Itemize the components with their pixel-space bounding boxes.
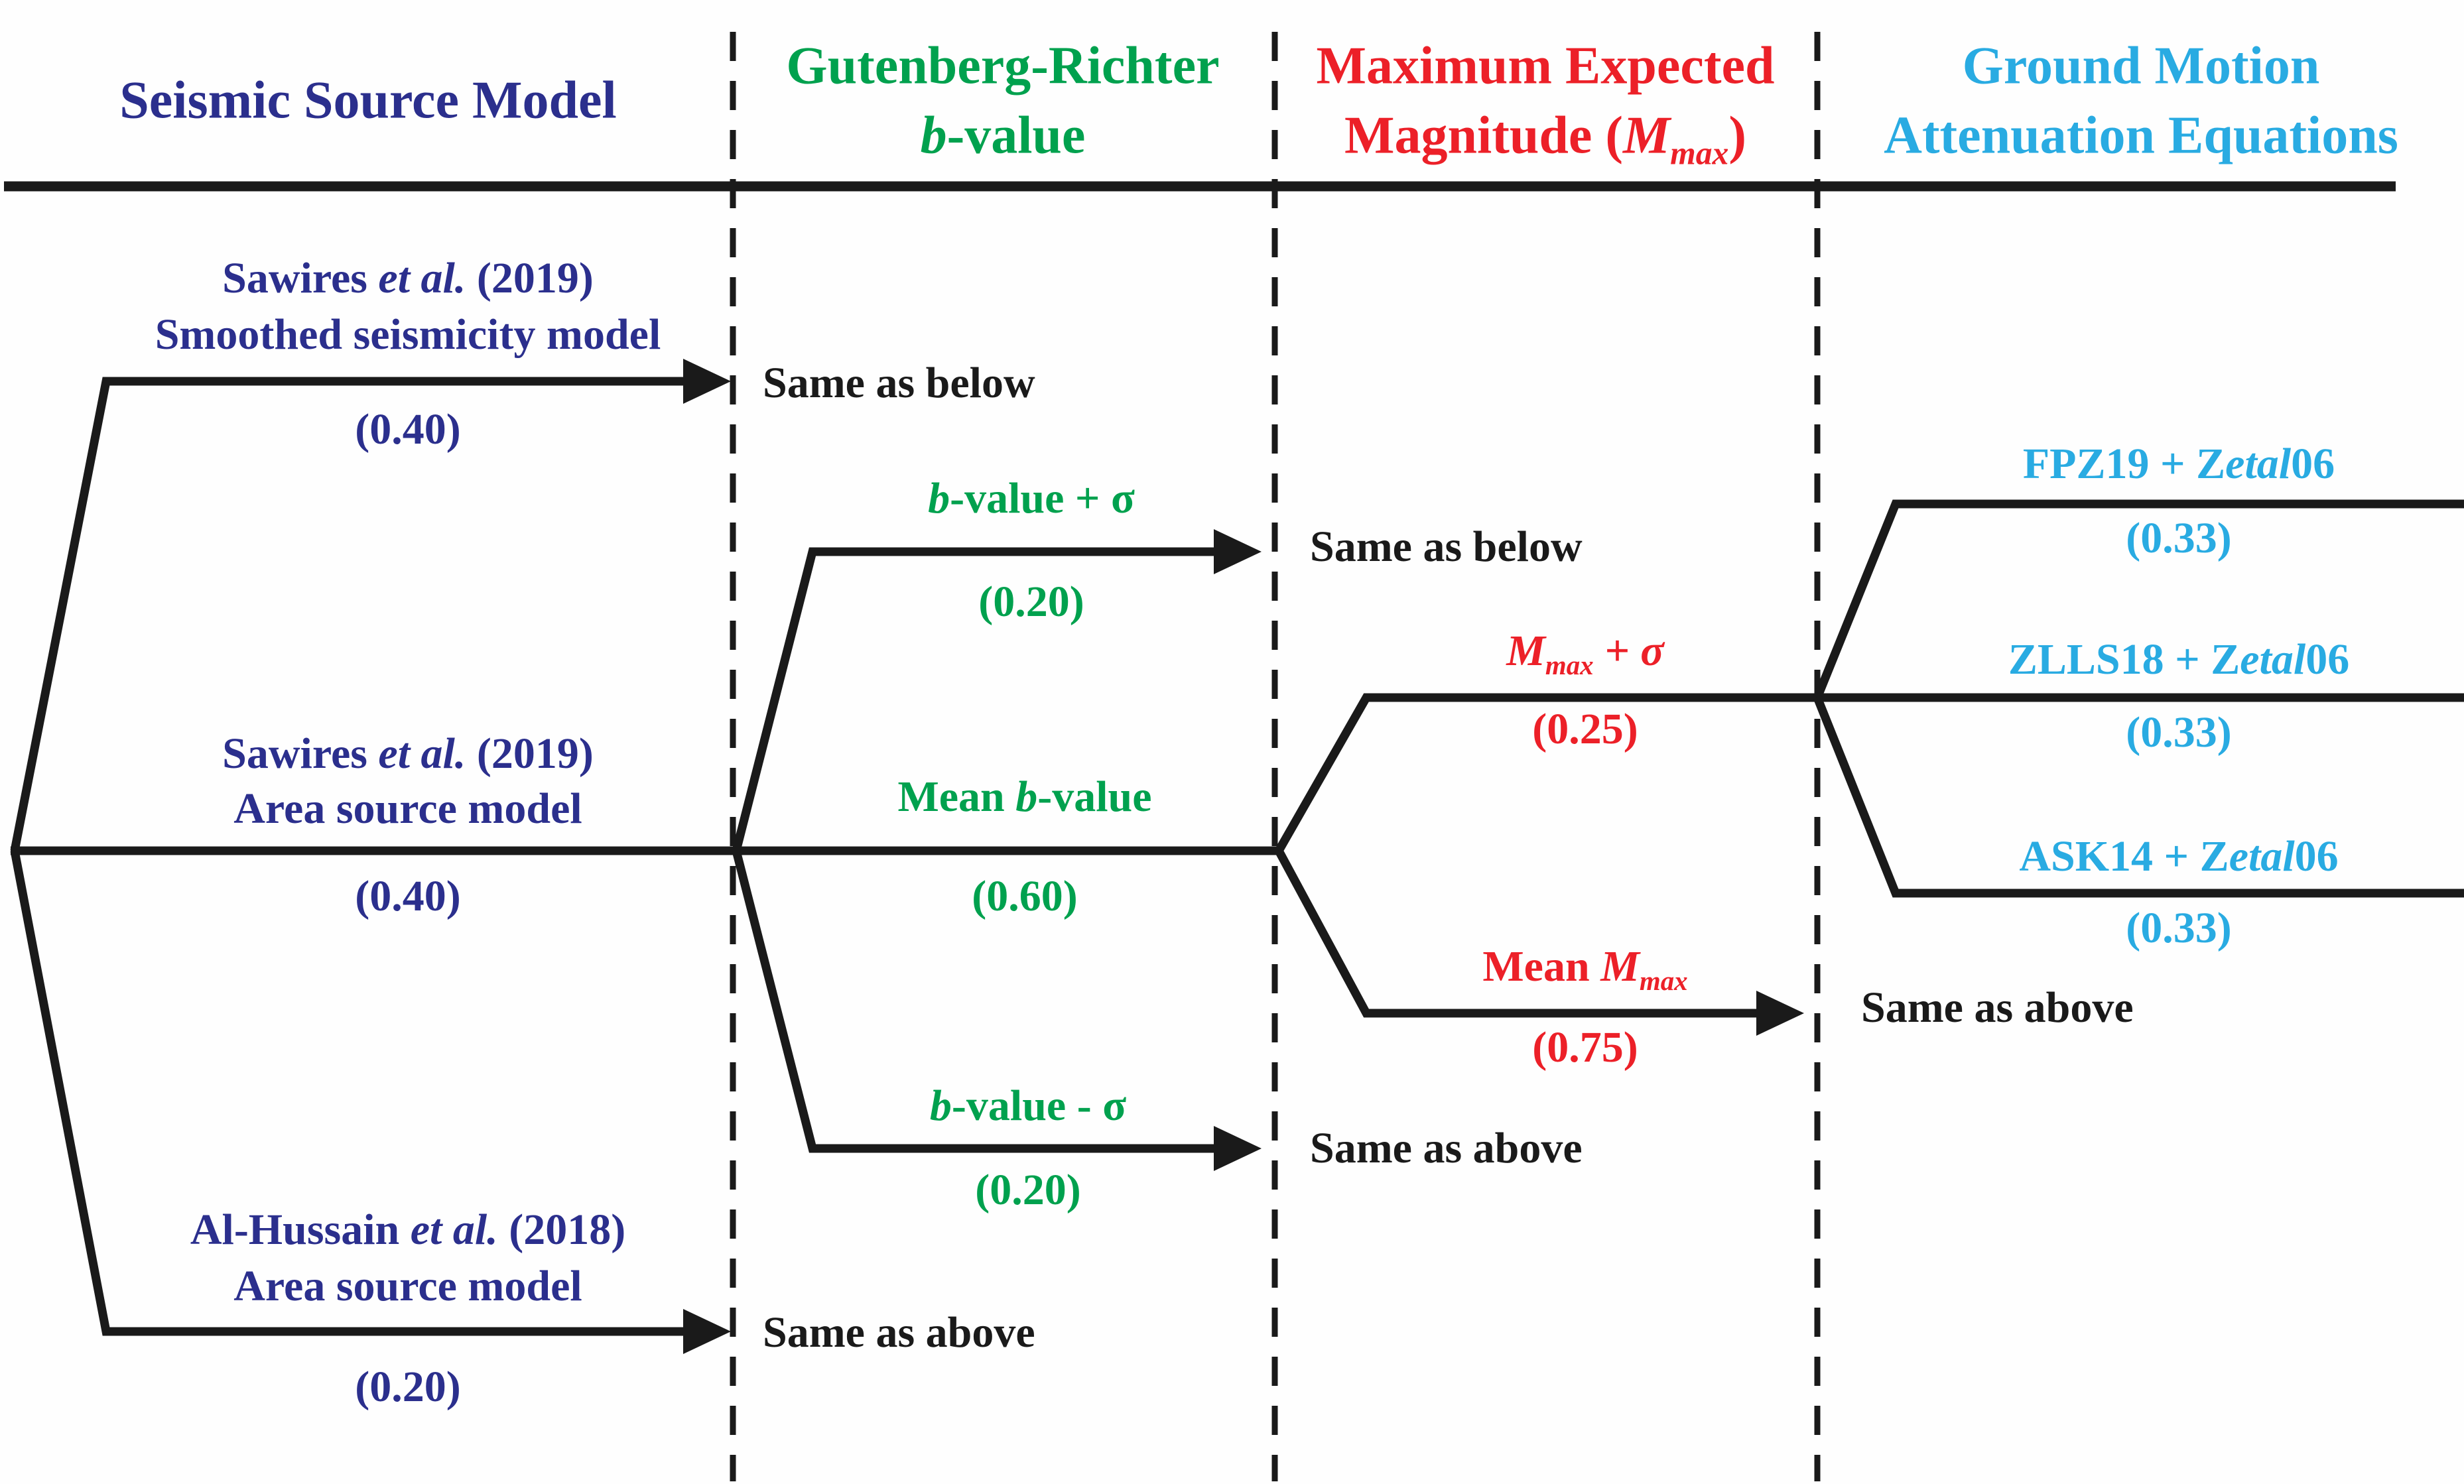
branch-mmax-plus-zlls18 (1275, 693, 2464, 853)
mmax-plus-sigma-weight: (0.25) (1532, 705, 1638, 753)
source-model-area-weight: (0.40) (355, 872, 461, 920)
branch-bvalue-plus (732, 547, 1216, 852)
mean-mmax-label: Mean Mmax (1482, 942, 1688, 997)
arrowhead-bvalue-plus (1214, 529, 1262, 574)
branch-source-smoothed (10, 377, 686, 852)
note-same-as-below-col3: Same as below (1310, 523, 1583, 571)
mean-bvalue-label: Mean b-value (897, 773, 1152, 821)
source-model-smoothed-weight: (0.40) (355, 405, 461, 454)
source-model-alhussain-weight: (0.20) (355, 1363, 461, 1411)
gmpe-fpz19-weight: (0.33) (2126, 514, 2232, 562)
gmpe-fpz19-label: FPZ19 + Zetal06 (2022, 440, 2335, 488)
bvalue-plus-sigma-weight: (0.20) (978, 578, 1084, 626)
branch-mean-mmax (1275, 848, 1759, 1018)
gmpe-ask14-weight: (0.33) (2126, 904, 2232, 952)
gmpe-zlls18-label: ZLLS18 + Zetal06 (2008, 635, 2350, 684)
arrowhead-source-smoothed (683, 359, 731, 404)
source-model-alhussain-name: Al-Hussain et al. (2018) (190, 1206, 626, 1254)
branch-source-alhussain (10, 849, 686, 1336)
header-ground-motion-line2: Attenuation Equations (1884, 106, 2398, 165)
header-seismic-source-model: Seismic Source Model (119, 71, 617, 130)
arrowhead-source-alhussain (683, 1309, 731, 1354)
header-gutenberg-richter-line1: Gutenberg-Richter (786, 36, 1220, 95)
header-ground-motion-line1: Ground Motion (1962, 36, 2320, 95)
branch-bvalue-minus (732, 849, 1216, 1153)
source-model-smoothed-name: Sawires et al. (2019) (222, 254, 594, 302)
bvalue-plus-sigma-label: b-value + σ (928, 474, 1135, 523)
gmpe-ask14-label: ASK14 + Zetal06 (2019, 832, 2339, 881)
note-same-as-below-col2: Same as below (763, 359, 1035, 407)
arrowhead-bvalue-minus (1214, 1126, 1262, 1171)
bvalue-minus-sigma-weight: (0.20) (975, 1166, 1081, 1214)
source-model-smoothed-desc: Smoothed seismicity model (155, 310, 661, 359)
branch-gmpe-fpz19 (1813, 499, 2464, 700)
source-model-area-name: Sawires et al. (2019) (222, 729, 594, 778)
branch-gmpe-ask14 (1813, 696, 2464, 898)
header-gutenberg-richter-line2: b-value (920, 106, 1086, 165)
mean-mmax-weight: (0.75) (1532, 1023, 1638, 1072)
note-same-as-above-col2: Same as above (763, 1308, 1035, 1357)
header-max-magnitude-line1: Maximum Expected (1316, 36, 1775, 95)
bvalue-minus-sigma-label: b-value - σ (929, 1082, 1127, 1130)
mmax-plus-sigma-label: Mmax + σ (1506, 627, 1664, 681)
note-same-as-above-col4: Same as above (1861, 983, 2134, 1032)
mean-bvalue-weight: (0.60) (972, 872, 1078, 920)
arrowhead-mean-mmax (1756, 991, 1804, 1036)
source-model-area-desc: Area source model (233, 784, 582, 833)
note-same-as-above-col3: Same as above (1310, 1124, 1583, 1172)
source-model-alhussain-desc: Area source model (233, 1262, 582, 1310)
gmpe-zlls18-weight: (0.33) (2126, 708, 2232, 757)
header-max-magnitude-line2: Magnitude (Mmax) (1344, 106, 1746, 172)
